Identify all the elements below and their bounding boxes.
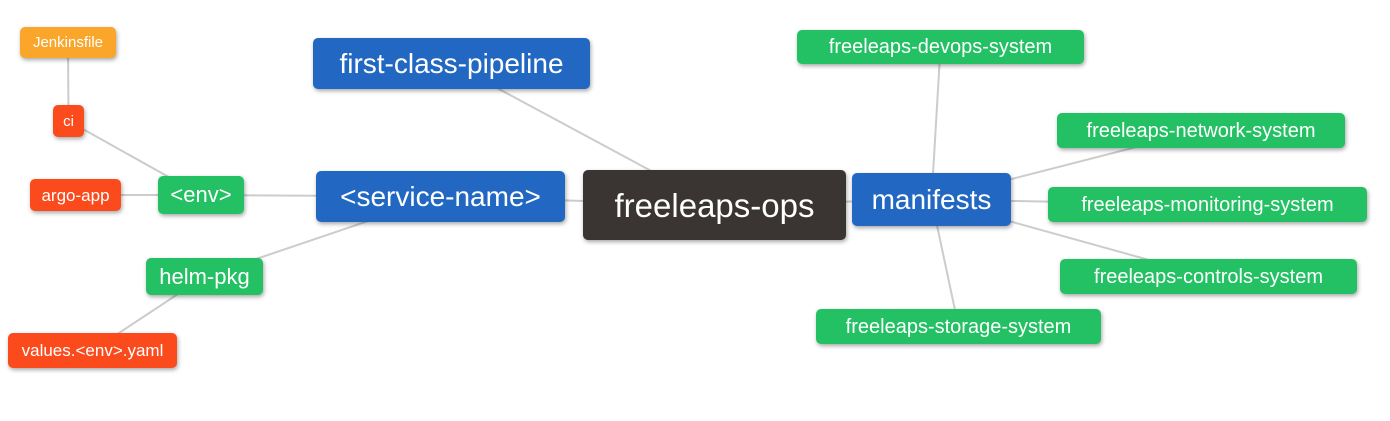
node-values-env-yaml[interactable]: values.<env>.yaml xyxy=(8,333,177,368)
node-freeleaps-storage-system[interactable]: freeleaps-storage-system xyxy=(816,309,1101,344)
node-freeleaps-controls-system[interactable]: freeleaps-controls-system xyxy=(1060,259,1357,294)
node-manifests[interactable]: manifests xyxy=(852,173,1011,226)
node-argo-app[interactable]: argo-app xyxy=(30,179,121,211)
node-freeleaps-monitoring-system[interactable]: freeleaps-monitoring-system xyxy=(1048,187,1367,222)
node-first-class-pipeline[interactable]: first-class-pipeline xyxy=(313,38,590,89)
node-freeleaps-devops-system[interactable]: freeleaps-devops-system xyxy=(797,30,1084,64)
node-freeleaps-network-system[interactable]: freeleaps-network-system xyxy=(1057,113,1345,148)
node-service-name[interactable]: <service-name> xyxy=(316,171,565,222)
node-freeleaps-ops[interactable]: freeleaps-ops xyxy=(583,170,846,240)
node-helm-pkg[interactable]: helm-pkg xyxy=(146,258,263,295)
node-env[interactable]: <env> xyxy=(158,176,244,214)
node-jenkinsfile[interactable]: Jenkinsfile xyxy=(20,27,116,58)
node-ci[interactable]: ci xyxy=(53,105,84,137)
